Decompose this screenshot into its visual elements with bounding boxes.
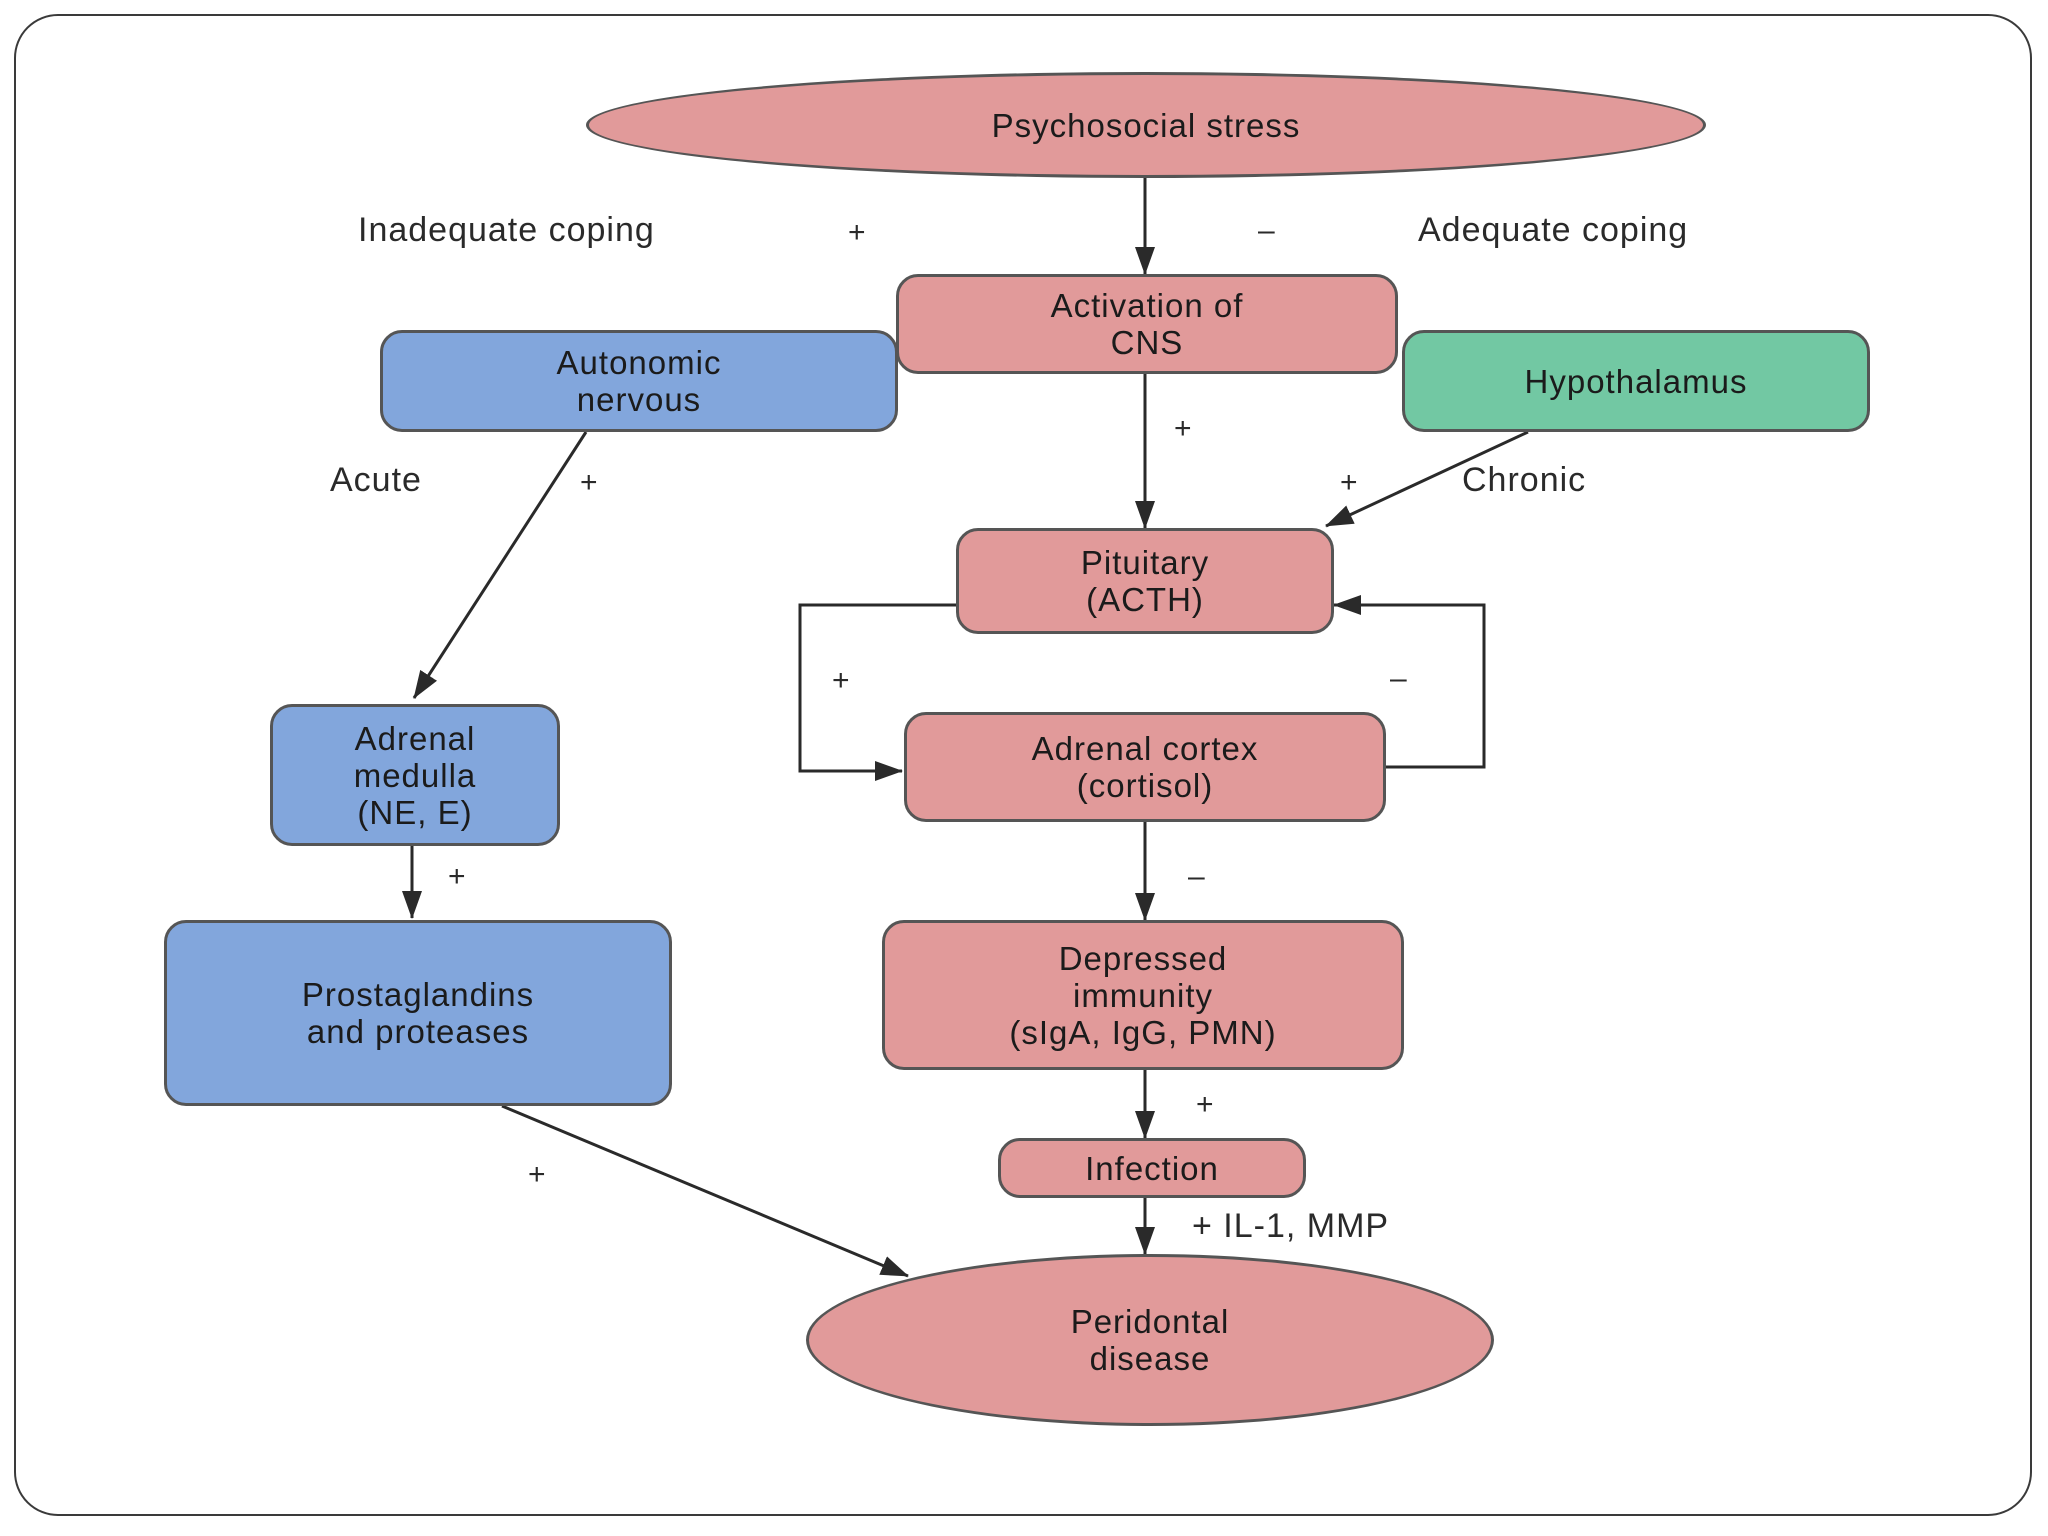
sign-plus-chronic: + bbox=[1340, 466, 1358, 499]
sign-plus-prostaglandins-disease: + bbox=[528, 1158, 546, 1191]
node-periodontal-disease: Peridontal disease bbox=[806, 1254, 1494, 1426]
label-il1-mmp: + IL-1, MMP bbox=[1192, 1207, 1390, 1245]
node-label: Adrenal medulla (NE, E) bbox=[353, 719, 477, 831]
arrow-hypothalamus-to-pituitary bbox=[1325, 430, 1529, 528]
label-inadequate-coping: Inadequate coping bbox=[358, 211, 655, 249]
node-label: Infection bbox=[1085, 1149, 1219, 1187]
sign-plus-immunity-infection: + bbox=[1196, 1088, 1214, 1121]
label-adequate-coping: Adequate coping bbox=[1418, 211, 1689, 249]
node-infection: Infection bbox=[998, 1138, 1306, 1198]
node-autonomic-nervous: Autonomic nervous bbox=[380, 330, 898, 432]
node-label: Prostaglandins and proteases bbox=[301, 976, 535, 1050]
node-adrenal-medulla: Adrenal medulla (NE, E) bbox=[270, 704, 560, 846]
node-depressed-immunity: Depressed immunity (sIgA, IgG, PMN) bbox=[882, 920, 1404, 1070]
node-label: Depressed immunity (sIgA, IgG, PMN) bbox=[1009, 939, 1277, 1051]
sign-plus-inadequate: + bbox=[848, 216, 866, 249]
sign-minus-feedback: – bbox=[1390, 662, 1407, 695]
node-prostaglandins: Prostaglandins and proteases bbox=[164, 920, 672, 1106]
node-psychosocial-stress: Psychosocial stress bbox=[586, 72, 1706, 178]
sign-plus-medulla: + bbox=[448, 860, 466, 893]
node-activation-cns: Activation of CNS bbox=[896, 274, 1398, 374]
node-adrenal-cortex: Adrenal cortex (cortisol) bbox=[904, 712, 1386, 822]
sign-plus-acute: + bbox=[580, 466, 598, 499]
sign-plus-cns-pituitary: + bbox=[1174, 412, 1192, 445]
node-label: Adrenal cortex (cortisol) bbox=[1031, 730, 1259, 804]
node-pituitary: Pituitary (ACTH) bbox=[956, 528, 1334, 634]
node-label: Psychosocial stress bbox=[991, 106, 1301, 144]
node-label: Autonomic nervous bbox=[556, 344, 722, 418]
arrow-pituitary-to-cortex bbox=[798, 603, 956, 781]
node-label: Hypothalamus bbox=[1524, 362, 1748, 400]
sign-plus-pituitary-cortex: + bbox=[832, 664, 850, 697]
sign-minus-adequate: – bbox=[1258, 214, 1275, 247]
arrow-autonomic-to-medulla bbox=[412, 431, 588, 699]
node-label: Pituitary (ACTH) bbox=[1080, 544, 1210, 618]
arrow-prostaglandins-to-disease bbox=[501, 1104, 909, 1278]
sign-minus-cortex-immunity: – bbox=[1188, 860, 1205, 893]
label-chronic: Chronic bbox=[1462, 461, 1587, 499]
node-label: Peridontal disease bbox=[1070, 1303, 1230, 1377]
node-hypothalamus: Hypothalamus bbox=[1402, 330, 1870, 432]
node-label: Activation of CNS bbox=[1050, 287, 1244, 361]
arrow-cortex-to-pituitary bbox=[1333, 595, 1486, 769]
label-acute: Acute bbox=[330, 461, 422, 499]
